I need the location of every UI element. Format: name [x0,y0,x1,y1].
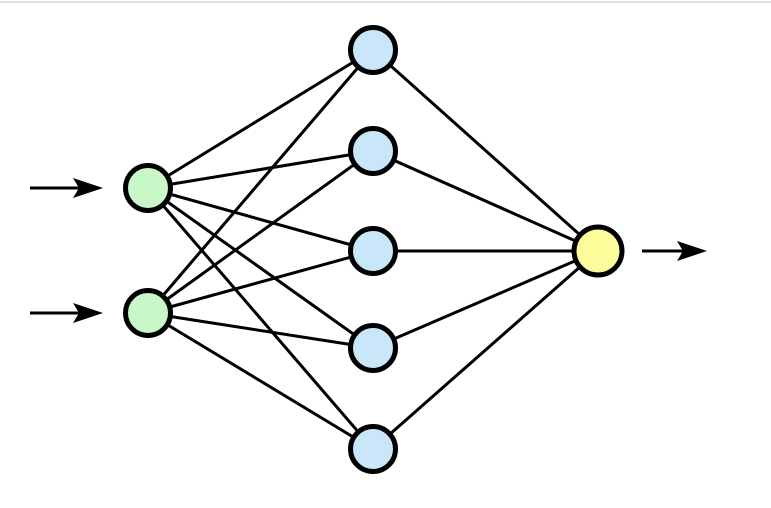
input-node-2 [123,288,173,338]
edge-i2-h1 [146,49,375,314]
edge-i1-h4 [147,186,374,350]
hidden-node-3 [348,226,398,276]
hidden-node-2 [348,126,398,176]
hidden-node-5 [348,424,398,474]
top-divider-line [0,1,771,3]
edge-i2-h4 [147,311,374,350]
hidden-node-4 [348,323,398,373]
output-node-1 [571,224,625,278]
output-arrow-head [677,241,707,261]
hidden-node-1 [348,25,398,75]
input-node-1 [123,163,173,213]
edge-i2-h2 [147,149,374,315]
edge-i1-h3 [147,186,374,253]
edge-h2-o1 [372,149,599,253]
edge-i1-h5 [146,187,375,450]
edge-h4-o1 [372,249,599,350]
edge-i1-h2 [147,149,374,190]
edge-i2-h3 [147,249,374,315]
edge-i1-h1 [147,48,374,190]
edge-i2-h5 [147,311,374,451]
edge-h5-o1 [372,249,599,451]
edge-h1-o1 [372,48,599,253]
input-arrow-2-head [73,303,103,323]
input-arrow-1-head [73,178,103,198]
